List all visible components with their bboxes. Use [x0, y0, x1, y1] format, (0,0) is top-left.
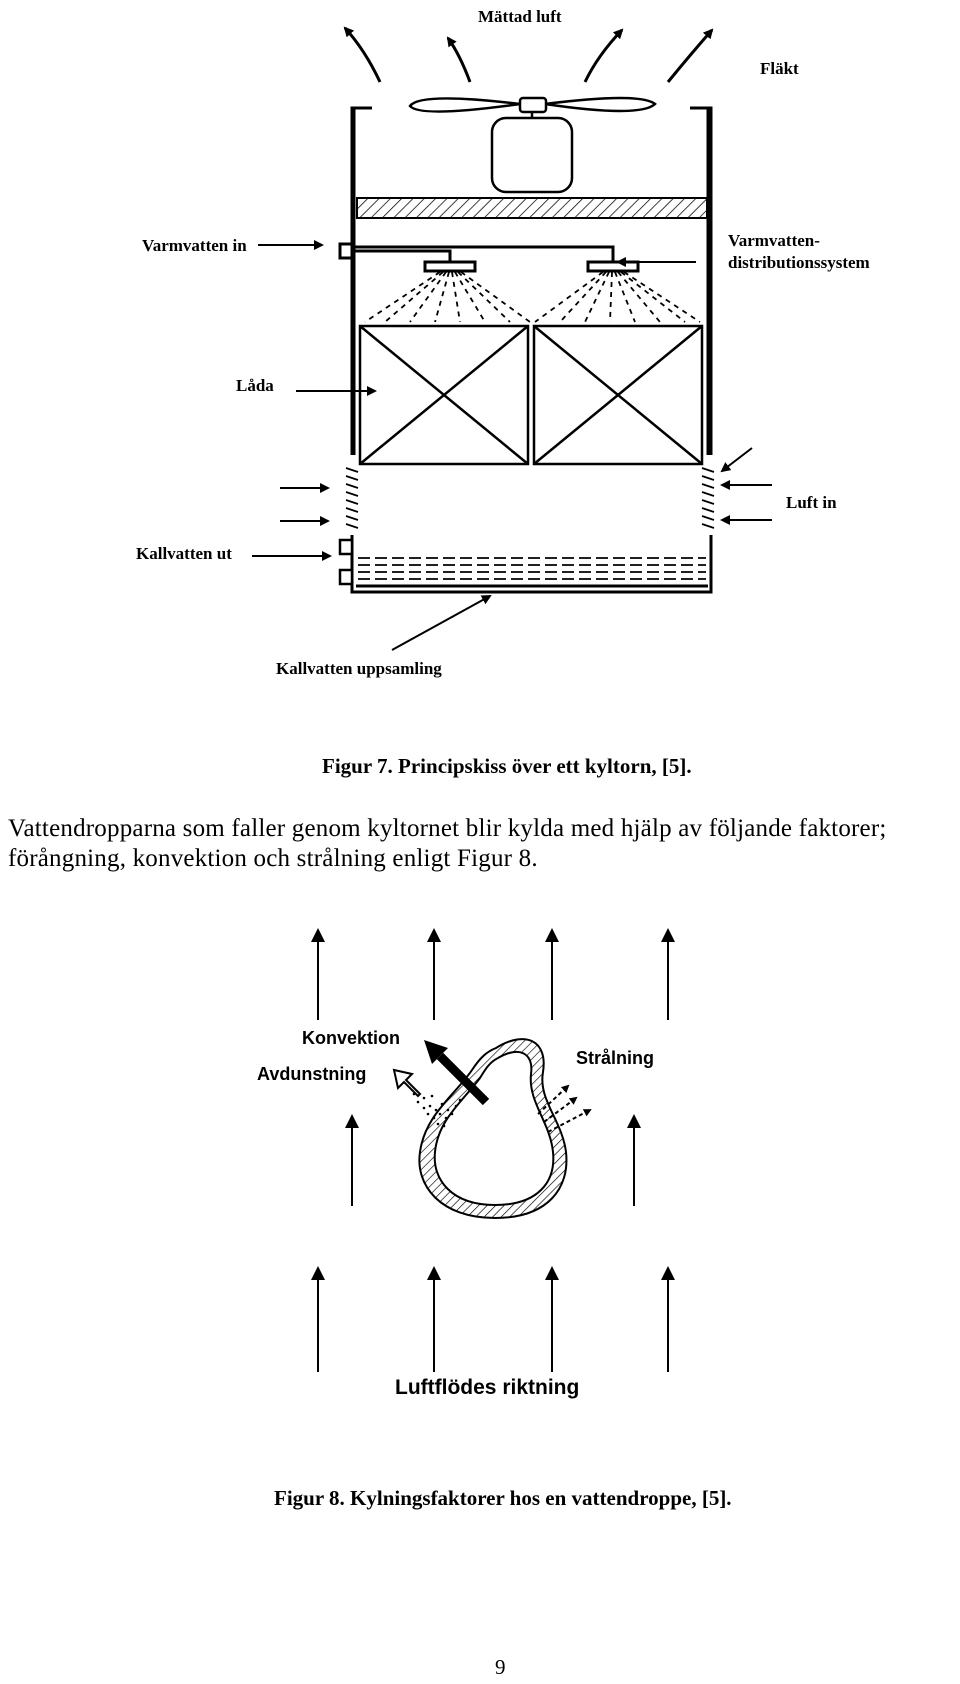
- evaporation-arrow: [392, 1068, 422, 1098]
- label-convection: Konvektion: [302, 1028, 400, 1048]
- label-cold-water-collection: Kallvatten uppsamling: [276, 659, 442, 678]
- label-cold-water-out: Kallvatten ut: [136, 544, 232, 563]
- drift-eliminator: [356, 197, 708, 219]
- label-air-in: Luft in: [786, 493, 837, 512]
- fan-icon: [408, 96, 657, 194]
- figure-8-caption: Figur 8. Kylningsfaktorer hos en vattend…: [274, 1486, 732, 1510]
- airflow-arrows: [311, 928, 675, 1372]
- label-radiation: Strålning: [576, 1048, 654, 1068]
- page-number: 9: [495, 1655, 506, 1679]
- body-paragraph: Vattendropparna som faller genom kyltorn…: [8, 815, 887, 872]
- tower-walls: [350, 106, 713, 594]
- radiation-arrows: [537, 1084, 592, 1133]
- air-inlet-louvres: [345, 467, 715, 529]
- fill-boxes: [358, 324, 704, 466]
- figure-8-droplet-diagram: Konvektion Avdunstning Strålning Luftflö…: [257, 928, 675, 1399]
- figure-7-cooling-tower-diagram: Mättad luft Fläkt Varmvatten in Varmvatt…: [136, 7, 870, 678]
- evaporation-dots: [412, 1092, 462, 1128]
- label-saturated-air: Mättad luft: [478, 7, 562, 26]
- label-fan: Fläkt: [760, 59, 799, 78]
- hot-water-distribution-pipe: [338, 242, 640, 273]
- label-hot-water-in: Varmvatten in: [142, 236, 247, 255]
- water-spray: [364, 271, 701, 323]
- cold-water-basin: [358, 557, 706, 580]
- cold-water-outlets: [338, 538, 354, 586]
- label-arrows: [252, 240, 772, 651]
- label-fill-box: Låda: [236, 376, 274, 395]
- label-hot-water-distribution-2: distributionssystem: [728, 253, 870, 272]
- water-droplet: [418, 1038, 568, 1220]
- convection-arrow: [424, 1040, 490, 1106]
- label-hot-water-distribution-1: Varmvatten-: [728, 231, 820, 250]
- label-evaporation: Avdunstning: [257, 1064, 366, 1084]
- label-airflow-direction: Luftflödes riktning: [395, 1376, 579, 1399]
- saturated-air-arrows: [343, 26, 714, 83]
- figure-7-caption: Figur 7. Principskiss över ett kyltorn, …: [322, 754, 692, 778]
